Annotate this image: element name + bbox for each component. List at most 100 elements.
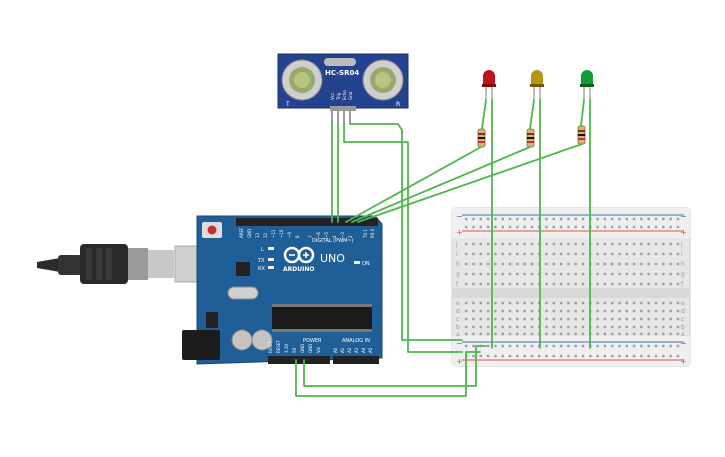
breadboard-hole[interactable] xyxy=(486,282,490,286)
breadboard-hole[interactable] xyxy=(625,332,628,336)
breadboard-hole[interactable] xyxy=(559,282,563,286)
breadboard-hole[interactable] xyxy=(545,252,548,256)
breadboard-hole[interactable] xyxy=(676,309,680,313)
breadboard-hole[interactable] xyxy=(465,242,468,246)
breadboard-hole[interactable] xyxy=(508,317,512,321)
breadboard-hole[interactable] xyxy=(486,317,490,321)
breadboard-hole[interactable] xyxy=(486,354,490,358)
breadboard-hole[interactable] xyxy=(647,272,650,276)
breadboard-hole[interactable] xyxy=(508,332,512,336)
breadboard-hole[interactable] xyxy=(676,354,680,358)
breadboard-hole[interactable] xyxy=(596,282,599,286)
breadboard-hole[interactable] xyxy=(596,217,599,221)
breadboard-hole[interactable] xyxy=(596,272,599,276)
breadboard-hole[interactable] xyxy=(676,282,680,286)
breadboard-hole[interactable] xyxy=(618,242,621,246)
breadboard-hole[interactable] xyxy=(523,252,526,256)
breadboard-hole[interactable] xyxy=(632,309,636,313)
breadboard-hole[interactable] xyxy=(559,225,563,229)
breadboard-hole[interactable] xyxy=(618,262,621,266)
breadboard-hole[interactable] xyxy=(530,242,534,246)
breadboard-hole[interactable] xyxy=(574,272,577,276)
breadboard-hole[interactable] xyxy=(603,262,607,266)
breadboard-hole[interactable] xyxy=(472,242,475,246)
breadboard-hole[interactable] xyxy=(552,262,555,266)
breadboard-hole[interactable] xyxy=(611,242,614,246)
breadboard-hole[interactable] xyxy=(479,317,482,321)
breadboard-hole[interactable] xyxy=(647,332,650,336)
breadboard-hole[interactable] xyxy=(676,242,680,246)
breadboard-hole[interactable] xyxy=(465,325,468,329)
breadboard-hole[interactable] xyxy=(472,325,475,329)
breadboard-hole[interactable] xyxy=(523,325,526,329)
breadboard-hole[interactable] xyxy=(676,252,680,256)
breadboard-hole[interactable] xyxy=(611,262,614,266)
breadboard-hole[interactable] xyxy=(501,309,504,313)
breadboard-hole[interactable] xyxy=(479,262,482,266)
breadboard-hole[interactable] xyxy=(632,272,636,276)
breadboard-hole[interactable] xyxy=(596,332,599,336)
breadboard-hole[interactable] xyxy=(516,217,519,221)
breadboard-hole[interactable] xyxy=(472,282,475,286)
breadboard-hole[interactable] xyxy=(669,325,672,329)
breadboard-hole[interactable] xyxy=(581,309,585,313)
breadboard-hole[interactable] xyxy=(567,282,570,286)
breadboard-hole[interactable] xyxy=(530,262,534,266)
breadboard-hole[interactable] xyxy=(479,242,482,246)
breadboard-hole[interactable] xyxy=(567,325,570,329)
breadboard-hole[interactable] xyxy=(618,217,621,221)
breadboard-hole[interactable] xyxy=(501,317,504,321)
breadboard-hole[interactable] xyxy=(559,325,563,329)
breadboard-hole[interactable] xyxy=(494,309,497,313)
breadboard-hole[interactable] xyxy=(603,272,607,276)
breadboard-hole[interactable] xyxy=(567,354,570,358)
breadboard-hole[interactable] xyxy=(625,225,628,229)
breadboard-hole[interactable] xyxy=(523,354,526,358)
breadboard-hole[interactable] xyxy=(567,252,570,256)
breadboard-hole[interactable] xyxy=(545,225,548,229)
breadboard-hole[interactable] xyxy=(545,344,548,348)
breadboard-hole[interactable] xyxy=(618,301,621,305)
breadboard-hole[interactable] xyxy=(640,217,643,221)
breadboard-hole[interactable] xyxy=(530,301,534,305)
breadboard-hole[interactable] xyxy=(662,309,665,313)
breadboard-hole[interactable] xyxy=(647,317,650,321)
breadboard-hole[interactable] xyxy=(552,332,555,336)
breadboard-hole[interactable] xyxy=(465,282,468,286)
breadboard-hole[interactable] xyxy=(567,332,570,336)
breadboard-hole[interactable] xyxy=(508,262,512,266)
breadboard-hole[interactable] xyxy=(516,354,519,358)
breadboard-hole[interactable] xyxy=(465,332,468,336)
breadboard-hole[interactable] xyxy=(494,217,497,221)
breadboard-hole[interactable] xyxy=(581,354,585,358)
breadboard-hole[interactable] xyxy=(669,272,672,276)
breadboard-hole[interactable] xyxy=(530,317,534,321)
breadboard-hole[interactable] xyxy=(567,242,570,246)
breadboard-hole[interactable] xyxy=(516,332,519,336)
breadboard-hole[interactable] xyxy=(603,325,607,329)
breadboard-hole[interactable] xyxy=(618,225,621,229)
breadboard-hole[interactable] xyxy=(611,354,614,358)
breadboard-hole[interactable] xyxy=(559,242,563,246)
breadboard-hole[interactable] xyxy=(603,217,607,221)
breadboard-hole[interactable] xyxy=(545,282,548,286)
breadboard-hole[interactable] xyxy=(479,272,482,276)
led-green[interactable] xyxy=(580,70,594,100)
breadboard-hole[interactable] xyxy=(603,309,607,313)
breadboard-hole[interactable] xyxy=(465,262,468,266)
breadboard-hole[interactable] xyxy=(559,262,563,266)
breadboard-hole[interactable] xyxy=(552,242,555,246)
breadboard-hole[interactable] xyxy=(603,317,607,321)
breadboard-hole[interactable] xyxy=(479,332,482,336)
breadboard-hole[interactable] xyxy=(530,225,534,229)
breadboard-hole[interactable] xyxy=(523,301,526,305)
breadboard-hole[interactable] xyxy=(530,309,534,313)
breadboard-hole[interactable] xyxy=(516,325,519,329)
breadboard-hole[interactable] xyxy=(603,344,607,348)
breadboard-hole[interactable] xyxy=(516,225,519,229)
breadboard-hole[interactable] xyxy=(618,282,621,286)
breadboard-hole[interactable] xyxy=(596,354,599,358)
led-red[interactable] xyxy=(482,70,496,100)
breadboard-hole[interactable] xyxy=(530,252,534,256)
breadboard-hole[interactable] xyxy=(611,332,614,336)
